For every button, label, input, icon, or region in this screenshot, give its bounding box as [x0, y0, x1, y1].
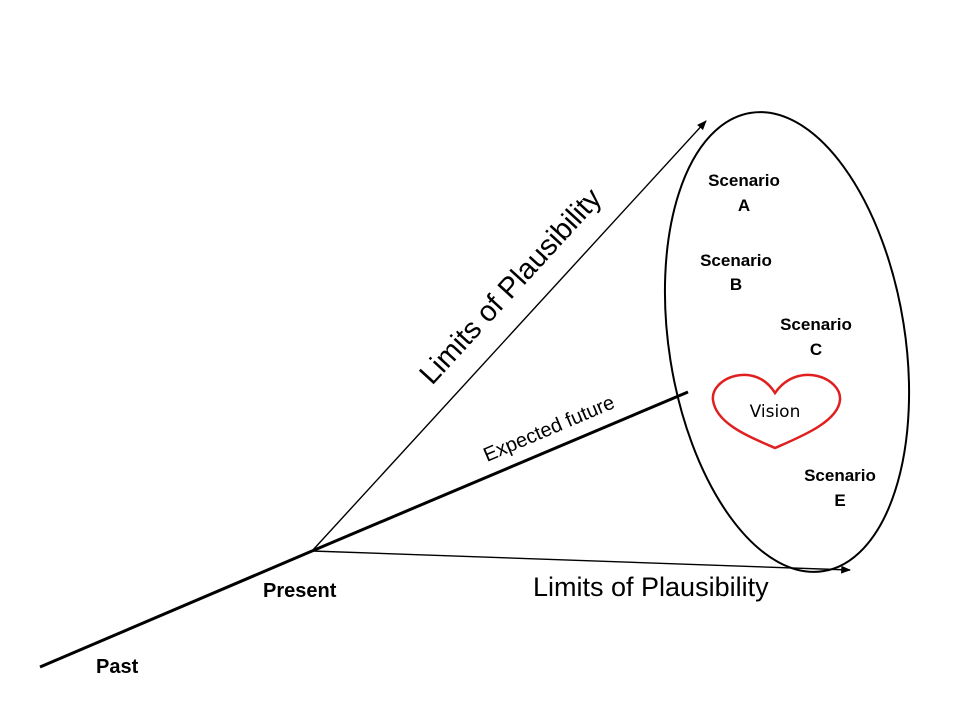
- scenario-e-letter: E: [834, 491, 845, 510]
- scenario-c-title: Scenario: [780, 315, 852, 334]
- lower-limit-label: Limits of Plausibility: [533, 572, 769, 602]
- scenario-c-letter: C: [810, 340, 822, 359]
- lower-limit-line: [311, 550, 851, 574]
- scenario-a-letter: A: [738, 196, 750, 215]
- futures-ellipse: [663, 111, 911, 573]
- scenario-e-title: Scenario: [804, 466, 876, 485]
- vision-label: Vision: [750, 402, 801, 422]
- scenario-b-letter: B: [730, 275, 742, 294]
- scenario-b-title: Scenario: [700, 251, 772, 270]
- scenario-a-title: Scenario: [708, 171, 780, 190]
- trend-line-past: [39, 549, 313, 669]
- past-label: Past: [96, 656, 139, 678]
- trend-line-expected-future: [311, 390, 689, 553]
- present-label: Present: [263, 580, 337, 602]
- upper-limit-label: Limits of Plausibility: [414, 182, 609, 391]
- vision-heart-icon: [711, 373, 842, 450]
- upper-limit-line: [311, 120, 707, 552]
